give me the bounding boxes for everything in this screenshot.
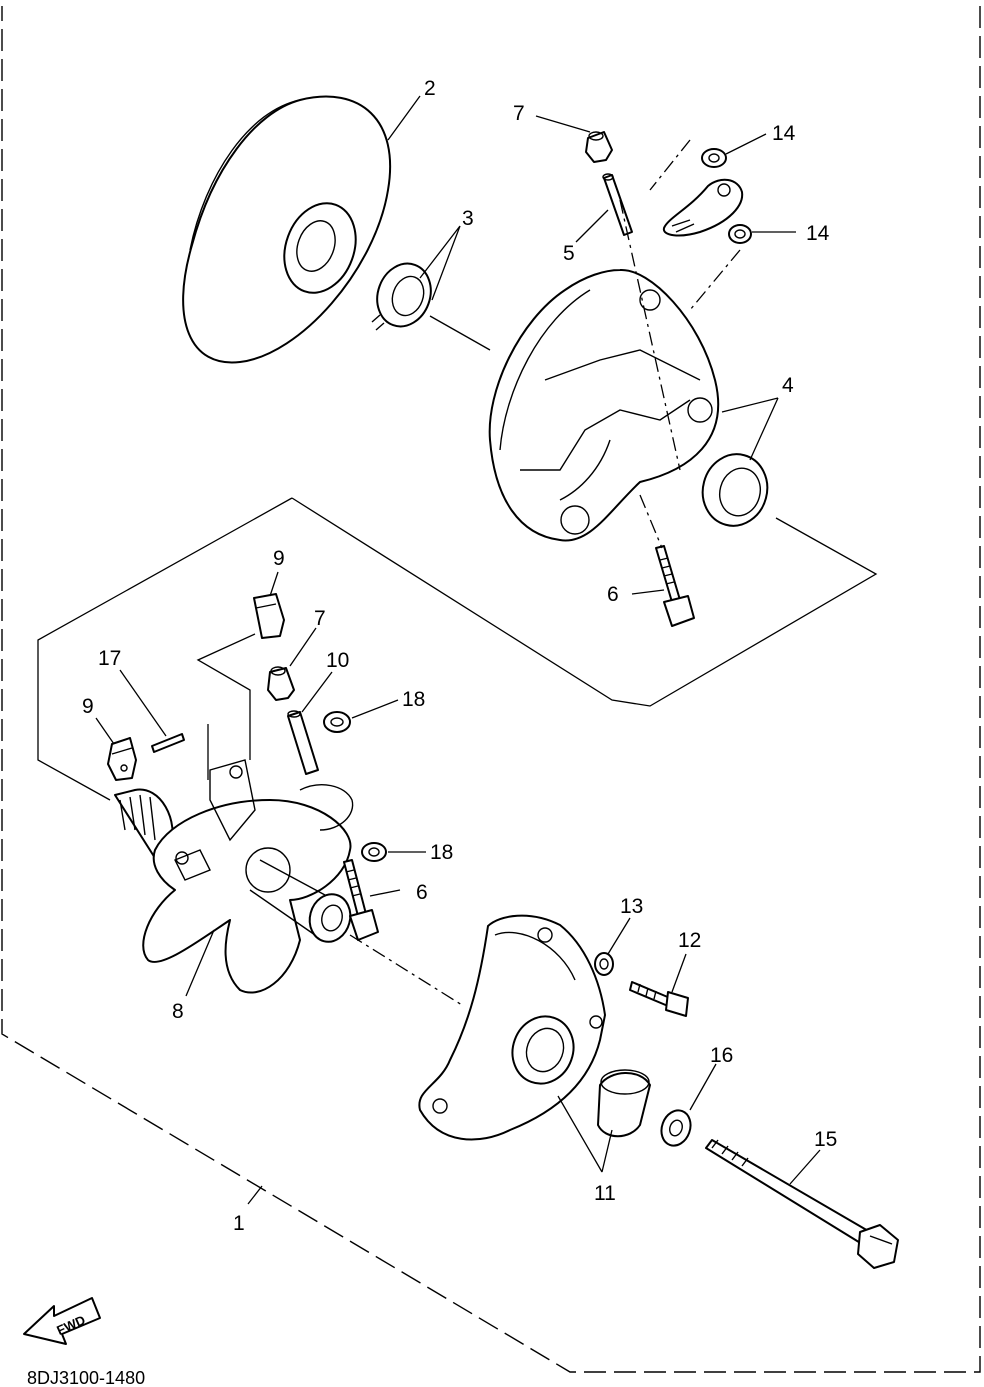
callout-9-lower: 9 (82, 695, 94, 718)
assembly-line-clip (196, 633, 256, 780)
part-14-washer-lower (728, 224, 752, 244)
callout-8: 8 (172, 1000, 184, 1023)
callout-4: 4 (782, 374, 794, 397)
part-9-clip-upper (253, 593, 285, 639)
part-11-cover (418, 914, 651, 1141)
callout-18-upper: 18 (402, 688, 425, 711)
callout-17: 17 (98, 647, 121, 670)
part-7-cap-nut-lower (267, 666, 295, 701)
callout-14-lower: 14 (806, 222, 830, 245)
callout-3: 3 (462, 207, 474, 230)
part-2-sheave (182, 95, 392, 364)
callout-16: 16 (710, 1044, 733, 1067)
callout-18-lower: 18 (430, 841, 453, 864)
callout-12: 12 (678, 929, 701, 952)
callout-10: 10 (326, 649, 349, 672)
part-9-clip-lower (107, 737, 137, 781)
callout-9-upper: 9 (273, 547, 285, 570)
part-6-bolt-lower (343, 859, 379, 941)
part-18-washer-lower (361, 842, 387, 862)
callout-5: 5 (563, 242, 575, 265)
part-13-washer (594, 952, 614, 976)
alignment-line-pin (619, 199, 681, 471)
callout-7-upper: 7 (513, 102, 525, 125)
callout-15: 15 (814, 1128, 837, 1151)
sub-assembly-outline (37, 497, 878, 801)
part-18-washer-upper (323, 711, 351, 733)
callout-1: 1 (233, 1212, 245, 1235)
callout-6-upper: 6 (607, 583, 619, 606)
alignment-line-bolt (639, 494, 663, 549)
part-17-small-pin (151, 733, 185, 753)
callout-6-lower: 6 (416, 881, 428, 904)
part-3-bushing (371, 262, 432, 331)
part-4-housing (488, 268, 769, 542)
callout-7-lower: 7 (314, 607, 326, 630)
part-6-bolt-upper (655, 545, 695, 627)
part-7-cap-nut-upper (585, 131, 613, 163)
callout-14-upper: 14 (772, 122, 796, 145)
part-12-bolt (629, 981, 689, 1017)
part-5-pin (602, 173, 633, 236)
alignment-line-washers (649, 139, 741, 311)
fwd-arrow-icon: FWD (23, 1297, 101, 1345)
part-roller-arm (662, 178, 744, 237)
part-14-washer-upper (701, 148, 727, 168)
part-16-washer (660, 1109, 692, 1147)
callout-2: 2 (424, 77, 436, 100)
part-10-pin (287, 710, 319, 775)
leader-lines (95, 95, 821, 1205)
assembly-line-sheave (429, 315, 491, 351)
alignment-line-shaft (349, 934, 463, 1006)
diagram-code: 8DJ3100-1480 (27, 1368, 145, 1387)
part-15-long-bolt (705, 1139, 899, 1269)
callout-13: 13 (620, 895, 643, 918)
callout-11: 11 (594, 1182, 616, 1205)
part-8-spider (114, 759, 354, 994)
assembly-frame (1, 6, 981, 1373)
